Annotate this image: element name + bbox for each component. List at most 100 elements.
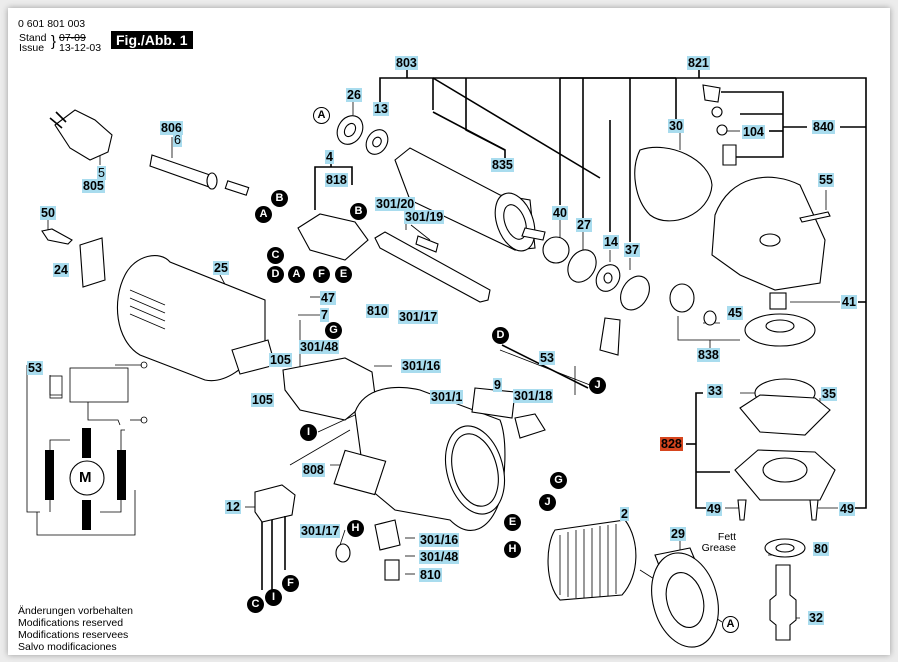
part-label-301-16-lower[interactable]: 301/16 <box>419 533 460 547</box>
part-label-55[interactable]: 55 <box>818 173 834 187</box>
brace: } <box>51 33 57 50</box>
part-label-9[interactable]: 9 <box>493 378 502 392</box>
connector-g: G <box>550 472 567 489</box>
connector-a: A <box>288 266 305 283</box>
part-label-26[interactable]: 26 <box>346 88 362 102</box>
part-label-7[interactable]: 7 <box>320 308 329 322</box>
grease-note-de: Fett <box>717 531 736 543</box>
connector-d: D <box>267 266 284 283</box>
part-label-29[interactable]: 29 <box>670 527 686 541</box>
issue-label: Issue <box>19 42 45 54</box>
part-label-50[interactable]: 50 <box>40 206 56 220</box>
retaining-ring <box>542 236 570 264</box>
footer-note-de: Änderungen vorbehalten <box>18 605 134 617</box>
part-label-49-left[interactable]: 49 <box>706 502 722 516</box>
switch-rod <box>374 231 491 303</box>
grease-note-en: Grease <box>701 542 736 554</box>
part-label-301-1[interactable]: 301/1 <box>430 390 464 404</box>
leader-lines <box>47 70 867 623</box>
part-label-40[interactable]: 40 <box>552 206 568 220</box>
part-label-803[interactable]: 803 <box>395 56 418 70</box>
part-label-41[interactable]: 41 <box>841 295 857 309</box>
part-label-53-schematic[interactable]: 53 <box>27 361 43 375</box>
part-label-104[interactable]: 104 <box>742 125 765 139</box>
pinion <box>669 283 695 313</box>
connector-i: I <box>265 589 282 606</box>
screw <box>41 228 73 245</box>
spindle-lock-button <box>702 84 721 103</box>
part-label-840[interactable]: 840 <box>812 120 835 134</box>
part-label-45[interactable]: 45 <box>727 306 743 320</box>
wire-53 <box>501 344 589 389</box>
part-label-838[interactable]: 838 <box>697 348 720 362</box>
spindle-32 <box>769 564 797 641</box>
part-label-835[interactable]: 835 <box>491 158 514 172</box>
part-label-821[interactable]: 821 <box>687 56 710 70</box>
part-label-2[interactable]: 2 <box>620 507 629 521</box>
brush-810 <box>384 559 400 581</box>
switch-button <box>514 413 546 439</box>
screw-55 <box>799 211 831 223</box>
part-label-105-lower[interactable]: 105 <box>251 393 274 407</box>
bearing-37 <box>620 275 650 311</box>
part-label-105-upper[interactable]: 105 <box>269 353 292 367</box>
part-label-53[interactable]: 53 <box>539 351 555 365</box>
part-label-828[interactable]: 828 <box>660 437 683 451</box>
part-label-14[interactable]: 14 <box>603 235 619 249</box>
part-label-33[interactable]: 33 <box>707 384 723 398</box>
connector-f: F <box>282 575 299 592</box>
connector-b: B <box>271 190 288 207</box>
connector-d: D <box>492 327 509 344</box>
connector-a-open: A <box>722 616 739 633</box>
part-label-13[interactable]: 13 <box>373 102 389 116</box>
brush-holder <box>297 213 369 261</box>
switch-lower <box>374 519 401 551</box>
brush-carbon <box>599 317 621 356</box>
part-label-301-48-upper[interactable]: 301/48 <box>299 340 340 354</box>
spring <box>415 235 439 253</box>
part-label-810-upper[interactable]: 810 <box>366 304 389 318</box>
part-label-818[interactable]: 818 <box>325 173 348 187</box>
parts <box>41 84 836 648</box>
part-label-37[interactable]: 37 <box>624 243 640 257</box>
stand-label: Stand <box>19 32 47 44</box>
part-label-810-lower[interactable]: 810 <box>419 568 442 582</box>
part-label-30[interactable]: 30 <box>668 119 684 133</box>
wiring-schematic <box>26 361 148 536</box>
nameplate-808 <box>333 449 387 496</box>
part-label-32[interactable]: 32 <box>808 611 824 625</box>
part-label-24[interactable]: 24 <box>53 263 69 277</box>
part-label-25[interactable]: 25 <box>213 261 229 275</box>
connector-c: C <box>247 596 264 613</box>
part-label-27[interactable]: 27 <box>576 218 592 232</box>
part-label-301-19[interactable]: 301/19 <box>404 210 445 224</box>
stand-date: 07-09 <box>59 32 86 44</box>
connector-f: F <box>313 266 330 283</box>
part-label-6[interactable]: 6 <box>173 133 182 147</box>
connector-g: G <box>325 322 342 339</box>
part-label-47[interactable]: 47 <box>320 291 336 305</box>
part-label-808[interactable]: 808 <box>302 463 325 477</box>
part-label-806[interactable]: 806 <box>160 121 183 135</box>
part-label-49-right[interactable]: 49 <box>839 502 855 516</box>
part-label-301-17-upper[interactable]: 301/17 <box>398 310 439 324</box>
figure-title: Fig./Abb. 1 <box>111 31 193 49</box>
part-label-12[interactable]: 12 <box>225 500 241 514</box>
part-label-80[interactable]: 80 <box>813 542 829 556</box>
part-label-301-16-upper[interactable]: 301/16 <box>401 359 442 373</box>
part-label-4[interactable]: 4 <box>325 150 334 164</box>
part-label-35[interactable]: 35 <box>821 387 837 401</box>
motor-symbol <box>69 460 105 496</box>
part-label-805[interactable]: 805 <box>82 179 105 193</box>
footer-note-es: Salvo modificaciones <box>18 641 117 653</box>
connector-h: H <box>504 541 521 558</box>
part-label-5[interactable]: 5 <box>97 166 106 180</box>
part-label-301-20[interactable]: 301/20 <box>375 197 416 211</box>
part-label-301-17-lower[interactable]: 301/17 <box>300 524 341 538</box>
footer-note-en: Modifications reserved <box>18 617 124 629</box>
part-label-301-48-lower[interactable]: 301/48 <box>419 550 460 564</box>
suppressor <box>254 484 296 523</box>
wheel-guard <box>634 146 713 222</box>
part-label-301-18[interactable]: 301/18 <box>513 389 554 403</box>
